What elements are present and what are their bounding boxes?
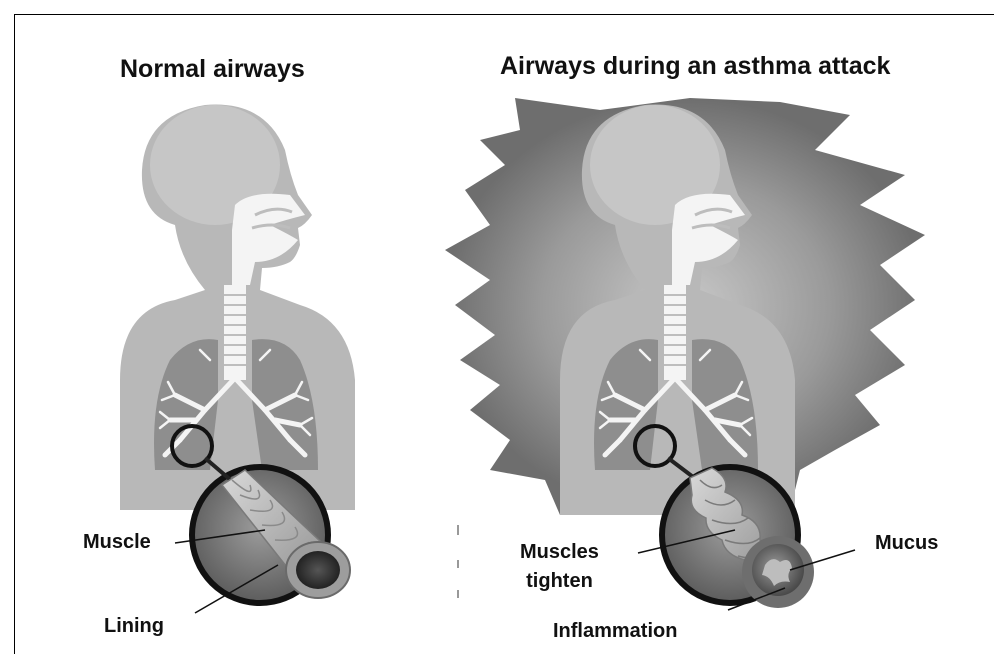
muscle-label: Muscle — [83, 531, 151, 554]
muscles-tighten-label: Muscles tighten — [520, 538, 599, 596]
normal-airways-panel — [120, 105, 355, 613]
mucus-label: Mucus — [875, 532, 938, 555]
asthma-airways-panel — [445, 98, 925, 610]
nasal-cavity — [232, 194, 305, 285]
normal-airways-title: Normal airways — [120, 55, 305, 84]
lining-label: Lining — [104, 615, 164, 638]
asthma-airways-title: Airways during an asthma attack — [500, 52, 890, 81]
inflammation-label: Inflammation — [553, 620, 677, 643]
